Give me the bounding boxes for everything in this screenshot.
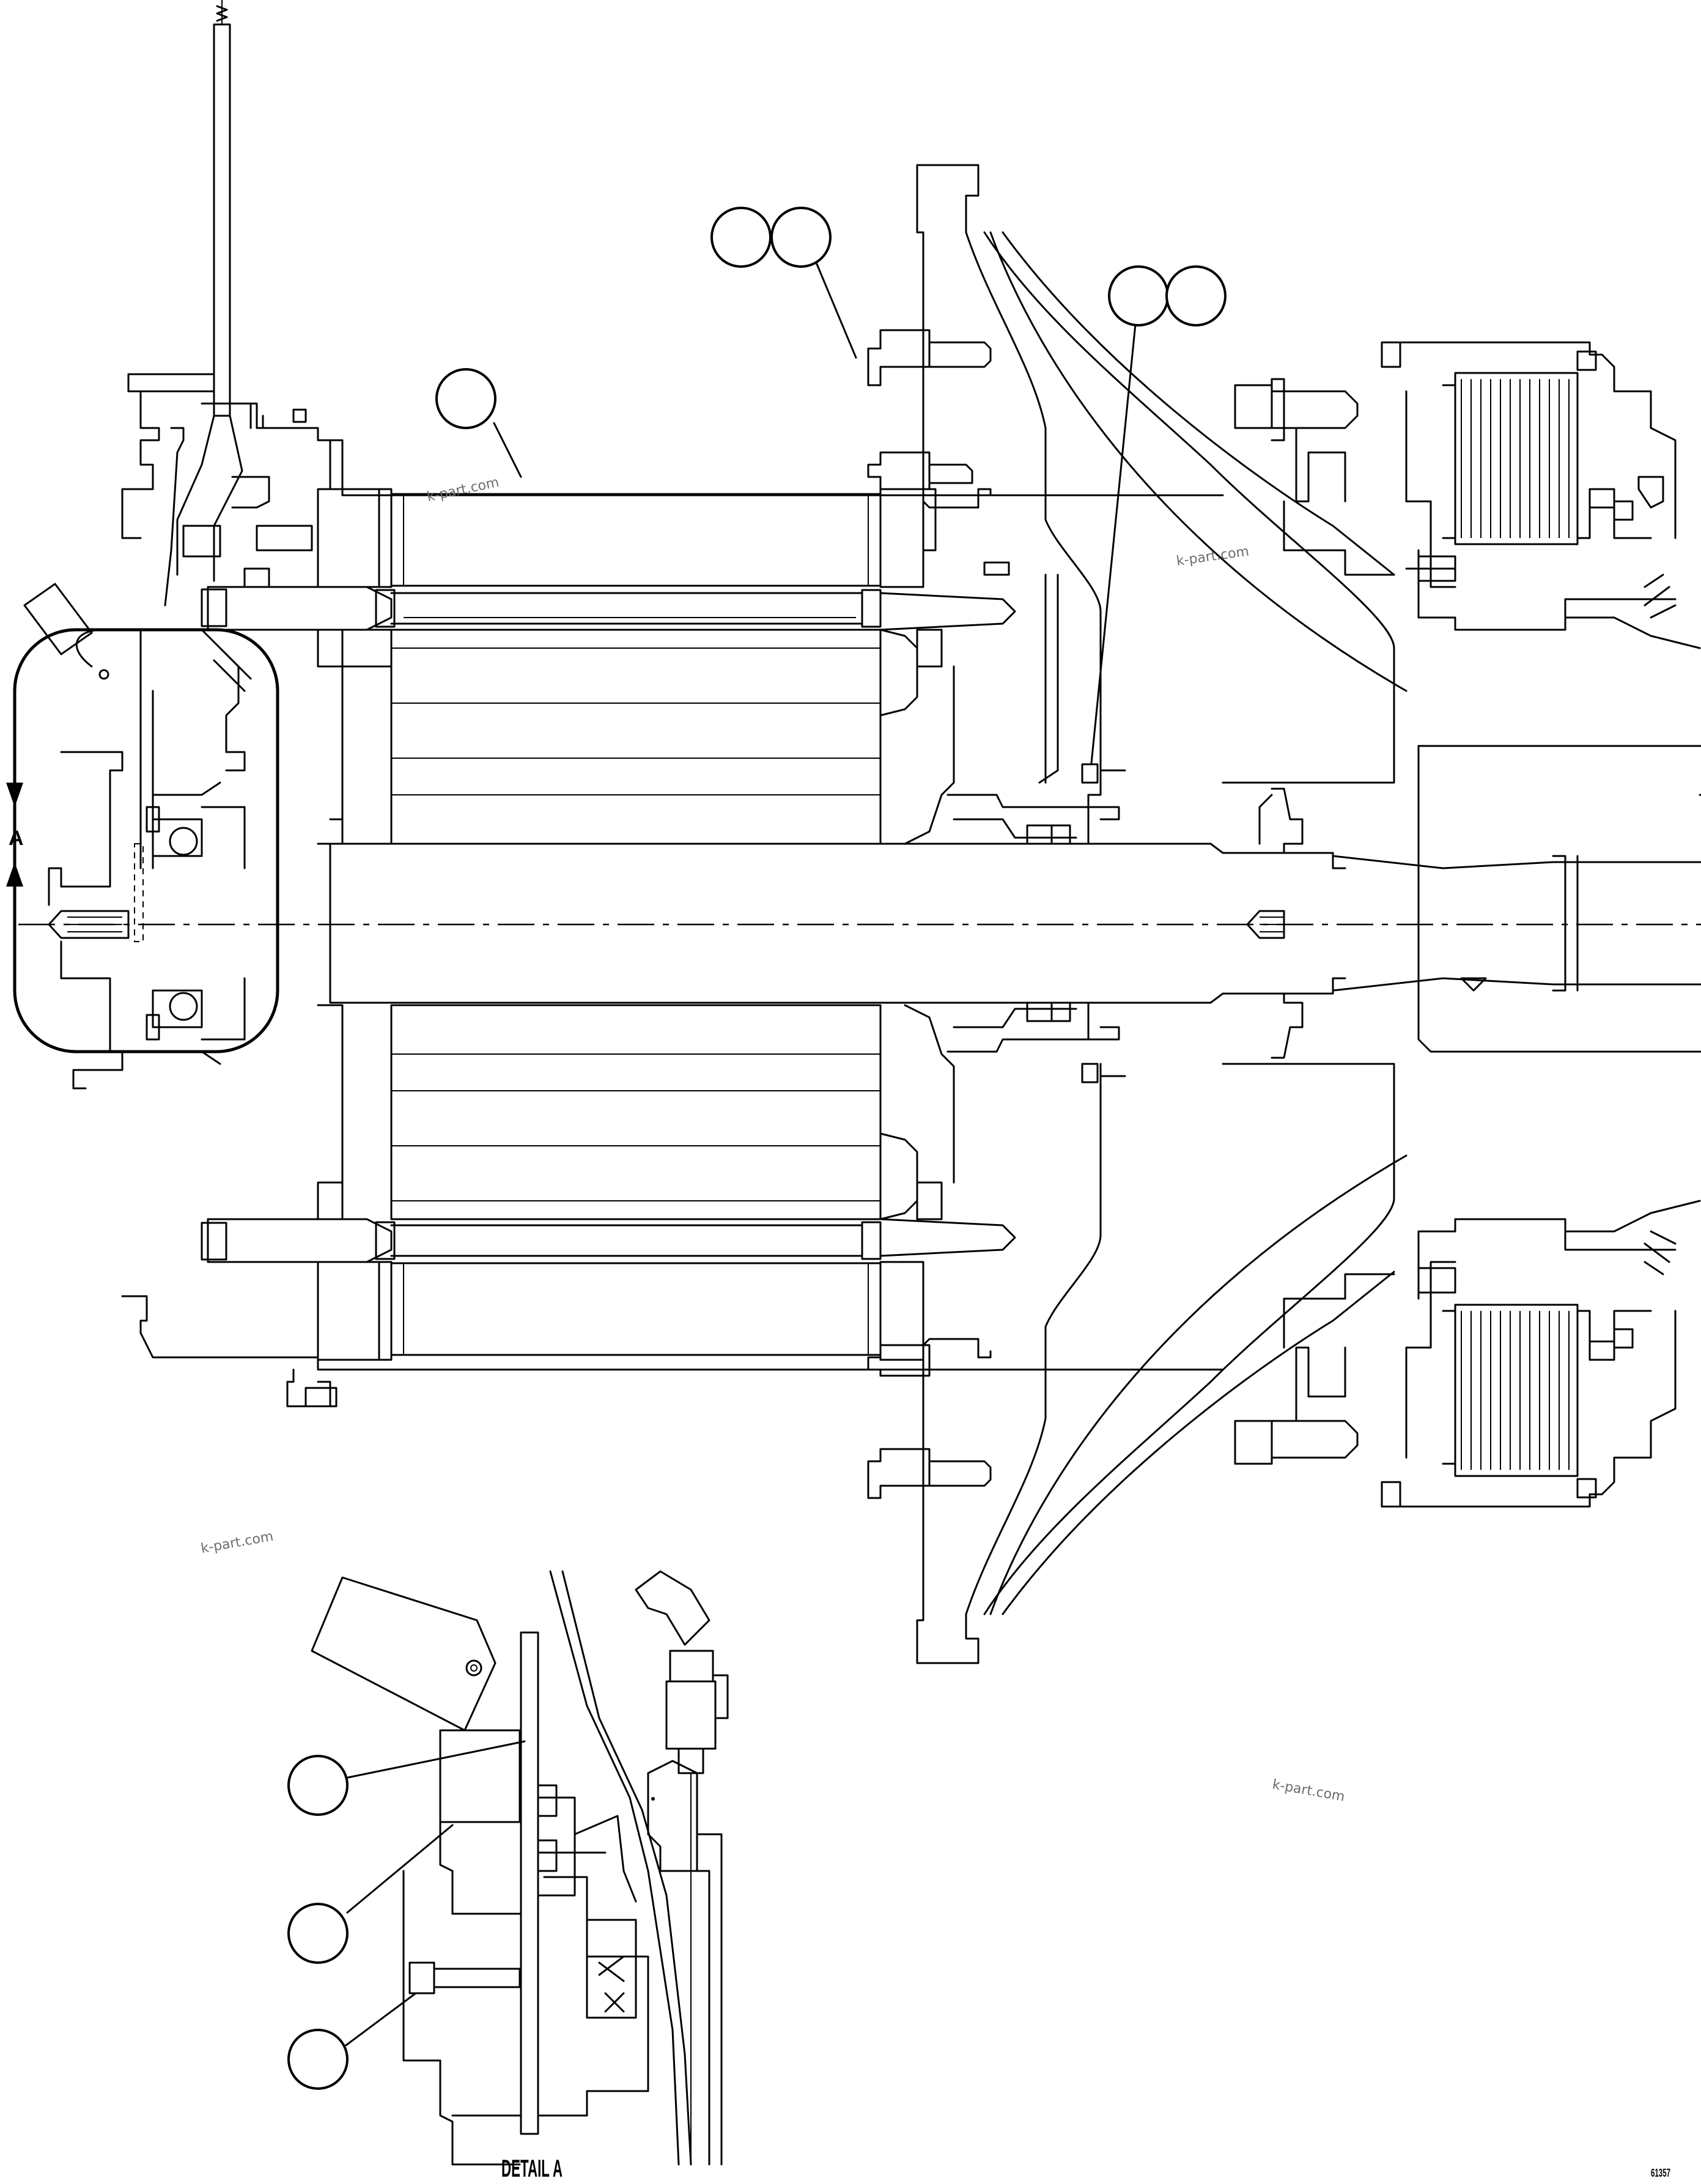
watermark: k-part.com [200, 1529, 275, 1556]
stator-upper [202, 489, 1015, 844]
callout-bubble [772, 208, 830, 267]
watermarks: k-part.com k-part.com k-part.com k-part.… [200, 475, 1346, 1805]
callout-bubble [1109, 267, 1168, 325]
stator-lower [202, 1005, 1015, 1360]
watermark: k-part.com [1175, 544, 1250, 569]
left-upper-housing [122, 374, 1223, 605]
callout-bubble [437, 369, 495, 428]
brake-pack-lower [1235, 1201, 1700, 1507]
detail-a-caption: DETAIL A [501, 2155, 563, 2182]
rotor-shaft [330, 844, 1701, 1003]
callout-bubble [289, 1756, 347, 1815]
callout-bubble [1167, 267, 1225, 325]
leader-lines [345, 264, 1135, 2045]
detail-a-drawing [312, 1571, 728, 2164]
center-housing-upper [868, 165, 1701, 1052]
callout-bubbles [289, 208, 1225, 2089]
left-lower-housing [122, 1296, 1223, 1406]
view-a-frame [15, 584, 278, 1088]
view-a-label: A [9, 827, 24, 850]
callout-bubble [712, 208, 770, 267]
drawing-id: 61357 [1651, 2167, 1670, 2179]
watermark: k-part.com [1271, 1777, 1346, 1804]
callout-bubble [289, 2030, 347, 2089]
vertical-rod [177, 0, 242, 581]
callout-bubble [289, 1904, 347, 1963]
center-housing-lower [868, 994, 1406, 1663]
brake-pack-upper [1235, 342, 1700, 648]
friction-disks-upper [1461, 379, 1569, 538]
watermark: k-part.com [426, 475, 500, 505]
friction-disks-lower [1461, 1311, 1569, 1470]
view-a-arrows: A [6, 764, 24, 917]
